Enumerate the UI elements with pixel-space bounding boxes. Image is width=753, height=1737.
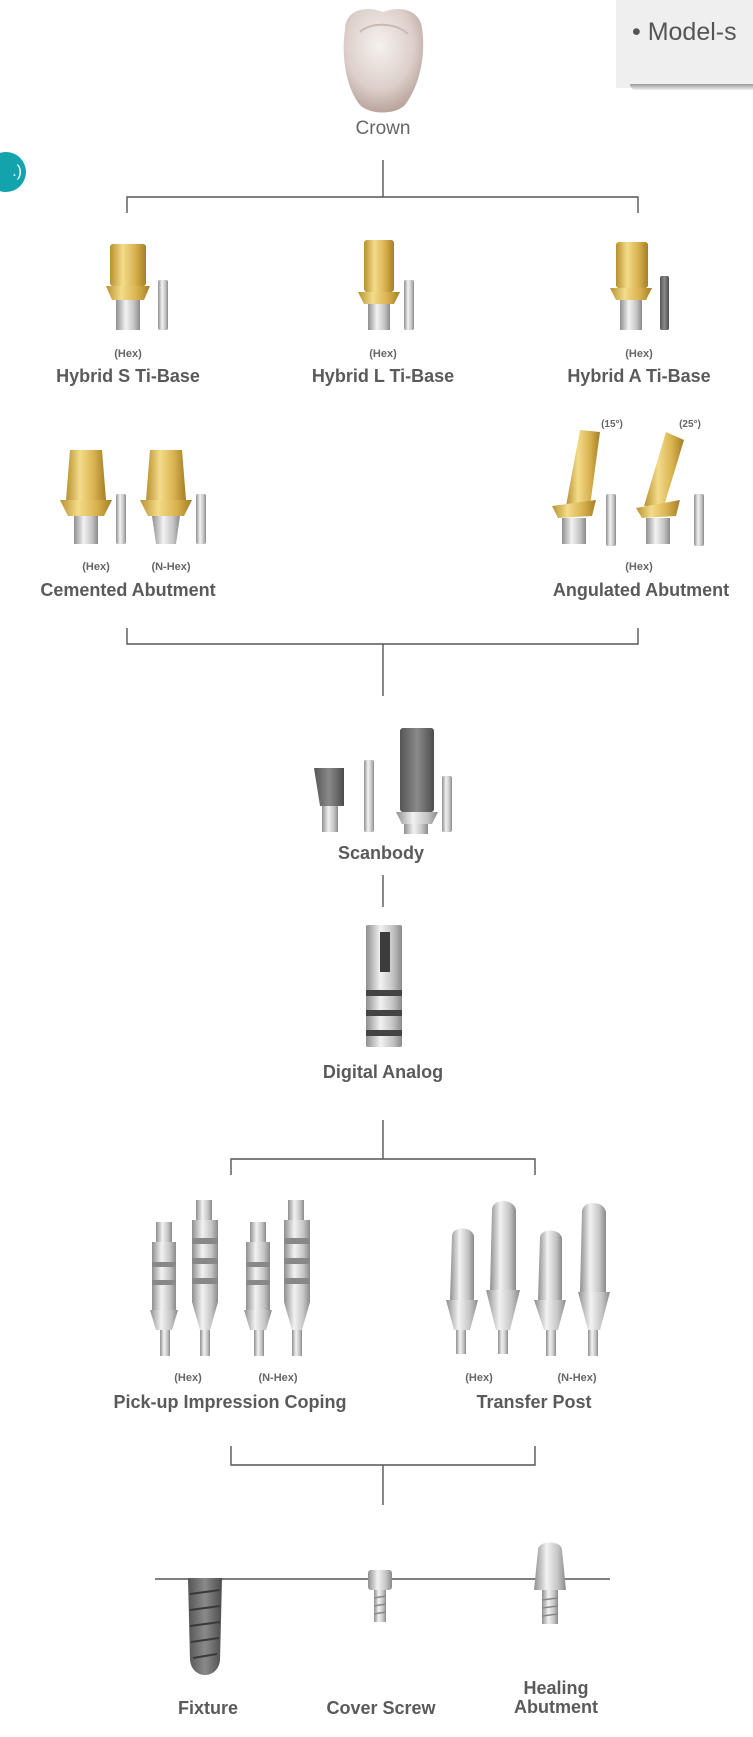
pickup-coping-long-nhex bbox=[284, 1200, 310, 1356]
pickup-hex-label: (Hex) bbox=[174, 1372, 202, 1384]
transfer-nhex-label: (N-Hex) bbox=[557, 1372, 597, 1384]
hybrid-s-ti-base-label: Hybrid S Ti-Base bbox=[56, 366, 200, 386]
pickup-coping-long-hex bbox=[192, 1200, 218, 1356]
healing-label-line1: Healing bbox=[523, 1678, 589, 1698]
scanbody-illustration bbox=[314, 728, 452, 834]
angle-15-label: (15°) bbox=[601, 419, 623, 430]
hybrid-l-type-label: (Hex) bbox=[369, 348, 397, 360]
cover-screw-illustration bbox=[368, 1570, 392, 1622]
angulated-hex-label: (Hex) bbox=[625, 561, 653, 573]
fixture-label: Fixture bbox=[177, 1698, 239, 1718]
transfer-post-label: Transfer Post bbox=[476, 1392, 592, 1412]
transfer-post-short-nhex bbox=[534, 1230, 566, 1356]
hybrid-l-ti-base-label: Hybrid L Ti-Base bbox=[311, 366, 455, 386]
fixture-illustration bbox=[188, 1578, 222, 1675]
pickup-coping-short-nhex bbox=[244, 1222, 272, 1356]
cemented-abutment-nhex-illustration bbox=[140, 450, 206, 544]
pickup-impression-coping-label: Pick-up Impression Coping bbox=[113, 1392, 347, 1412]
angulated-abutment-25-illustration bbox=[636, 432, 704, 546]
digital-analog-illustration bbox=[366, 925, 402, 1047]
angulated-abutment-15-illustration bbox=[552, 430, 616, 546]
hybrid-a-ti-base-illustration bbox=[610, 242, 669, 330]
pickup-nhex-label: (N-Hex) bbox=[258, 1372, 298, 1384]
cemented-hex-label: (Hex) bbox=[82, 561, 110, 573]
note-shadow bbox=[630, 84, 753, 90]
transfer-hex-label: (Hex) bbox=[465, 1372, 493, 1384]
hybrid-s-type-label: (Hex) bbox=[114, 348, 142, 360]
model-note-text: • Model-s bbox=[632, 18, 737, 46]
scanbody-label: Scanbody bbox=[337, 843, 425, 863]
angle-25-label: (25°) bbox=[679, 419, 701, 430]
angulated-abutment-label: Angulated Abutment bbox=[552, 580, 730, 600]
crown-label: Crown bbox=[355, 118, 411, 139]
pickup-coping-illustrations bbox=[150, 1200, 310, 1356]
cemented-nhex-label: (N-Hex) bbox=[151, 561, 191, 573]
connector-lines bbox=[126, 160, 639, 1580]
hybrid-a-type-label: (Hex) bbox=[625, 348, 653, 360]
healing-label-line2: Abutment bbox=[514, 1697, 598, 1717]
crown-illustration bbox=[343, 8, 424, 113]
hybrid-l-ti-base-illustration bbox=[358, 240, 414, 330]
transfer-post-illustrations bbox=[446, 1201, 610, 1356]
digital-analog-label: Digital Analog bbox=[322, 1062, 444, 1082]
hybrid-s-ti-base-illustration bbox=[106, 244, 168, 330]
cemented-abutment-hex-illustration bbox=[60, 450, 126, 544]
pickup-coping-short-hex bbox=[150, 1222, 178, 1356]
transfer-post-long-nhex bbox=[578, 1203, 610, 1356]
transfer-post-short-hex bbox=[446, 1228, 478, 1354]
cemented-abutment-label: Cemented Abutment bbox=[40, 580, 216, 600]
model-note-box bbox=[616, 0, 753, 88]
cover-screw-label: Cover Screw bbox=[326, 1698, 436, 1718]
transfer-post-long-hex bbox=[486, 1201, 520, 1354]
hybrid-a-ti-base-label: Hybrid A Ti-Base bbox=[567, 366, 711, 386]
healing-abutment-illustration bbox=[534, 1542, 566, 1624]
